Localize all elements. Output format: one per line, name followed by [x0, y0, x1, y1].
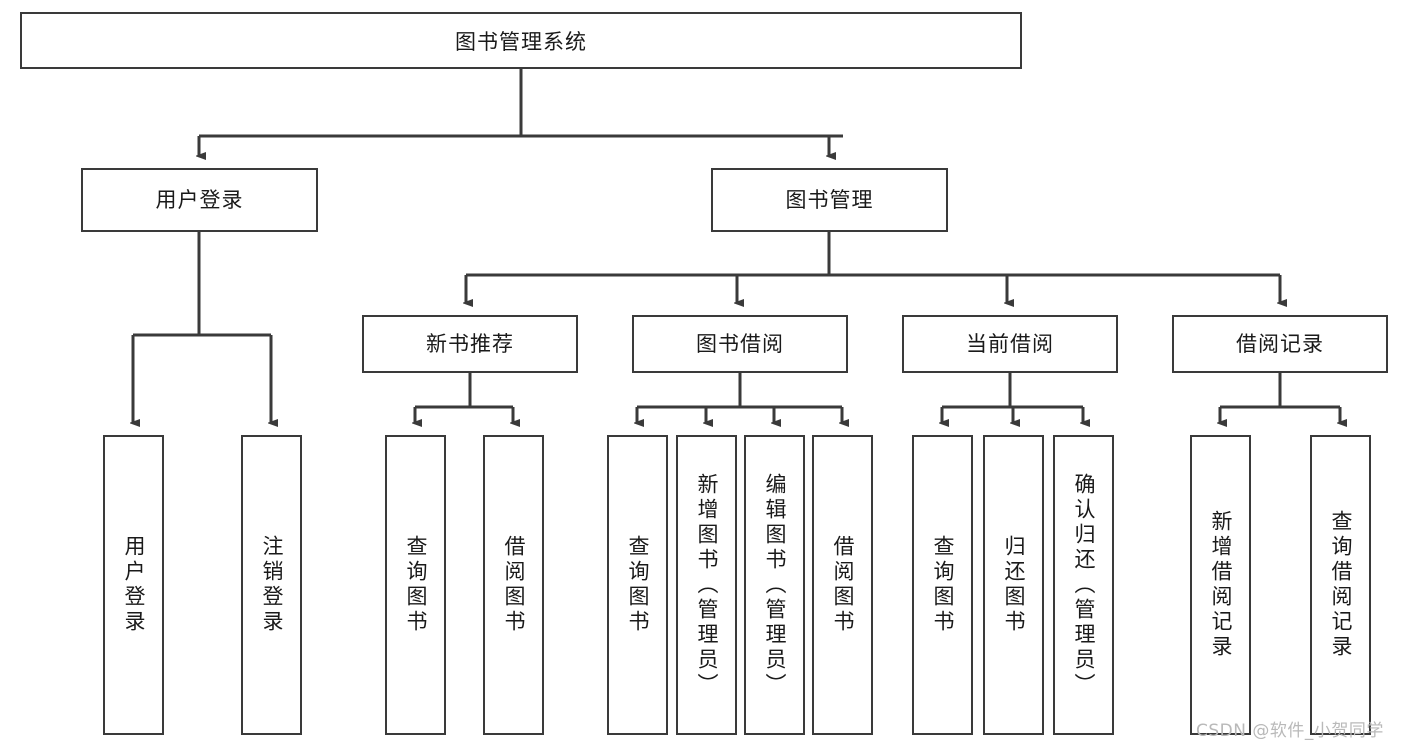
node-leaf-user-logout[interactable]: 注销登录: [241, 435, 302, 735]
node-book-manage[interactable]: 图书管理: [711, 168, 948, 232]
node-leaf-user-logout-label: 注销登录: [260, 535, 284, 635]
edge-group-current-borrow: [942, 373, 1083, 423]
edge-group-book-manage: [466, 232, 1280, 303]
node-leaf-query-book-1-label: 查询图书: [404, 535, 428, 635]
node-leaf-query-book-1[interactable]: 查询图书: [385, 435, 446, 735]
node-leaf-return-book-label: 归还图书: [1002, 535, 1026, 635]
edge-group-borrow-record: [1220, 373, 1340, 423]
node-borrow-record-label: 借阅记录: [1236, 331, 1324, 356]
node-current-borrow[interactable]: 当前借阅: [902, 315, 1118, 373]
node-leaf-confirm-return[interactable]: 确认归还（管理员）: [1053, 435, 1114, 735]
node-leaf-edit-book[interactable]: 编辑图书（管理员）: [744, 435, 805, 735]
node-user-login-label: 用户登录: [155, 187, 244, 212]
node-leaf-add-book[interactable]: 新增图书（管理员）: [676, 435, 737, 735]
node-leaf-query-book-2-label: 查询图书: [626, 535, 650, 635]
node-leaf-user-login-label: 用户登录: [122, 535, 146, 635]
node-leaf-query-book-3[interactable]: 查询图书: [912, 435, 973, 735]
node-book-borrow-label: 图书借阅: [696, 331, 784, 356]
node-leaf-add-book-label: 新增图书（管理员）: [695, 472, 719, 698]
edge-group-new-book-recommend: [415, 373, 513, 423]
node-book-borrow[interactable]: 图书借阅: [632, 315, 848, 373]
edge-group-user-login: [133, 232, 271, 423]
node-leaf-query-record[interactable]: 查询借阅记录: [1310, 435, 1371, 735]
node-leaf-add-record-label: 新增借阅记录: [1209, 510, 1233, 660]
node-root-library-system[interactable]: 图书管理系统: [20, 12, 1022, 69]
node-leaf-query-book-2[interactable]: 查询图书: [607, 435, 668, 735]
node-root-label: 图书管理系统: [455, 29, 587, 54]
node-new-book-recommend-label: 新书推荐: [426, 331, 514, 356]
node-leaf-borrow-book-1-label: 借阅图书: [502, 535, 526, 635]
node-leaf-user-login[interactable]: 用户登录: [103, 435, 164, 735]
node-borrow-record[interactable]: 借阅记录: [1172, 315, 1388, 373]
node-leaf-query-book-3-label: 查询图书: [931, 535, 955, 635]
node-leaf-borrow-book-1[interactable]: 借阅图书: [483, 435, 544, 735]
edge-group-book-borrow: [637, 373, 842, 423]
node-leaf-edit-book-label: 编辑图书（管理员）: [763, 472, 787, 698]
node-leaf-borrow-book-2[interactable]: 借阅图书: [812, 435, 873, 735]
node-leaf-query-record-label: 查询借阅记录: [1329, 510, 1353, 660]
node-current-borrow-label: 当前借阅: [966, 331, 1054, 356]
node-leaf-add-record[interactable]: 新增借阅记录: [1190, 435, 1251, 735]
edge-group-root: [199, 69, 843, 156]
node-leaf-return-book[interactable]: 归还图书: [983, 435, 1044, 735]
node-leaf-borrow-book-2-label: 借阅图书: [831, 535, 855, 635]
node-new-book-recommend[interactable]: 新书推荐: [362, 315, 578, 373]
node-user-login[interactable]: 用户登录: [81, 168, 318, 232]
node-book-manage-label: 图书管理: [785, 187, 874, 212]
node-leaf-confirm-return-label: 确认归还（管理员）: [1072, 472, 1096, 698]
